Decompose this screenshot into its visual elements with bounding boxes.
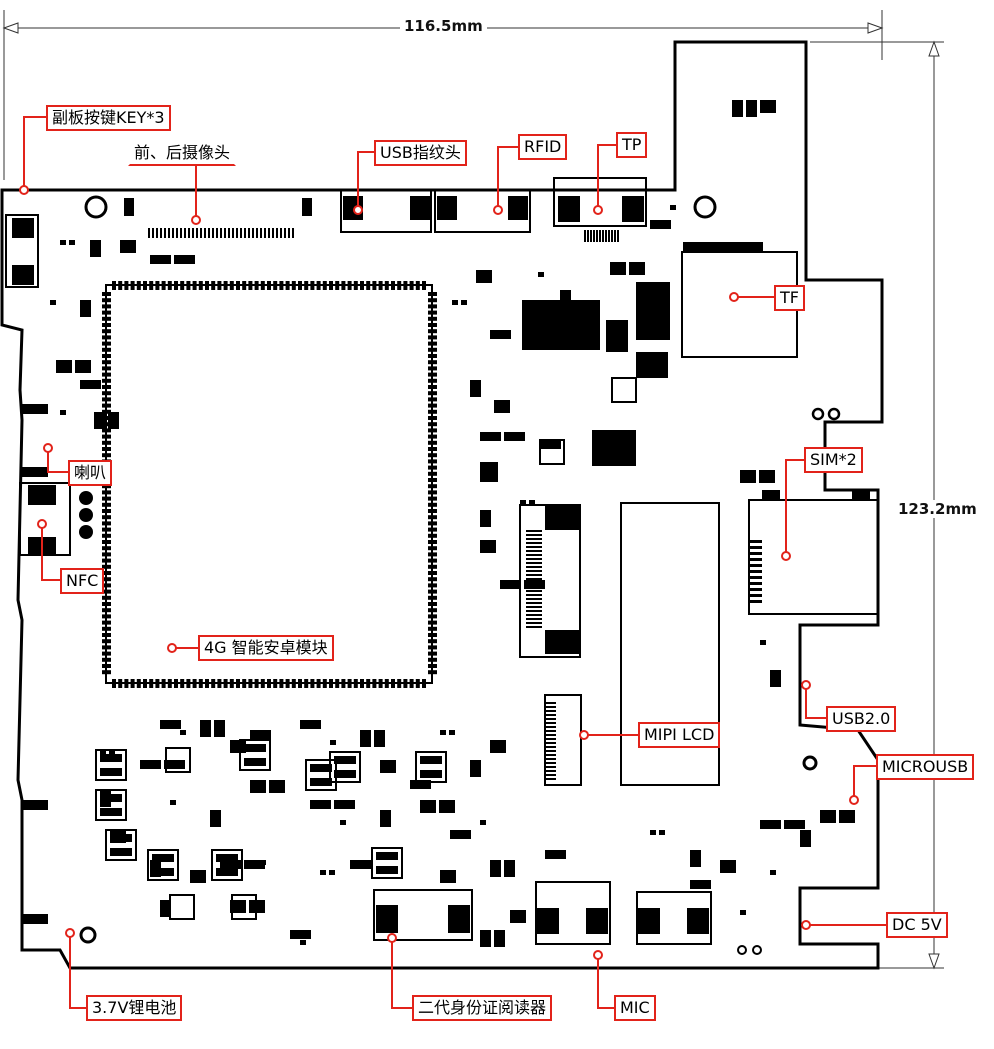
callout-sub-keys: 副板按键KEY*3 <box>46 105 171 131</box>
mic-connector-1 <box>535 881 611 945</box>
callout-nfc: NFC <box>60 568 105 594</box>
usb-fingerprint-connector <box>340 189 432 233</box>
id-reader-connector <box>373 889 473 941</box>
callout-usb-fingerprint: USB指纹头 <box>374 140 467 166</box>
callout-usb2: USB2.0 <box>826 706 897 732</box>
height-dimension-label: 123.2mm <box>894 500 981 518</box>
module-4g-outline <box>105 284 433 684</box>
width-dimension-label: 116.5mm <box>400 17 487 35</box>
module-pads <box>102 281 437 688</box>
callout-mipi-lcd: MIPI LCD <box>638 722 721 748</box>
callout-tp: TP <box>616 132 648 158</box>
sim-slot <box>748 499 879 615</box>
callout-dots <box>19 185 859 960</box>
mic-connector-2 <box>636 891 712 945</box>
tp-connector <box>553 177 647 227</box>
callout-speaker: 喇叭 <box>68 460 113 486</box>
callout-tf: TF <box>774 285 805 311</box>
callout-sim: SIM*2 <box>804 447 863 473</box>
smd-components <box>50 100 855 947</box>
callout-rfid: RFID <box>518 134 568 160</box>
callout-battery: 3.7V锂电池 <box>86 995 183 1021</box>
callout-id-reader: 二代身份证阅读器 <box>412 995 553 1021</box>
callout-leaders <box>23 116 886 1009</box>
rfid-connector <box>434 189 531 233</box>
callout-dc5v: DC 5V <box>886 912 948 938</box>
fpc-connector-2 <box>544 694 582 786</box>
callout-mic: MIC <box>614 995 656 1021</box>
callout-microusb: MICROUSB <box>876 754 975 780</box>
lcd-area <box>620 502 720 786</box>
board-outline <box>0 40 884 970</box>
callout-4g-module: 4G 智能安卓模块 <box>198 635 334 661</box>
callout-camera: 前、后摄像头 <box>128 140 237 166</box>
